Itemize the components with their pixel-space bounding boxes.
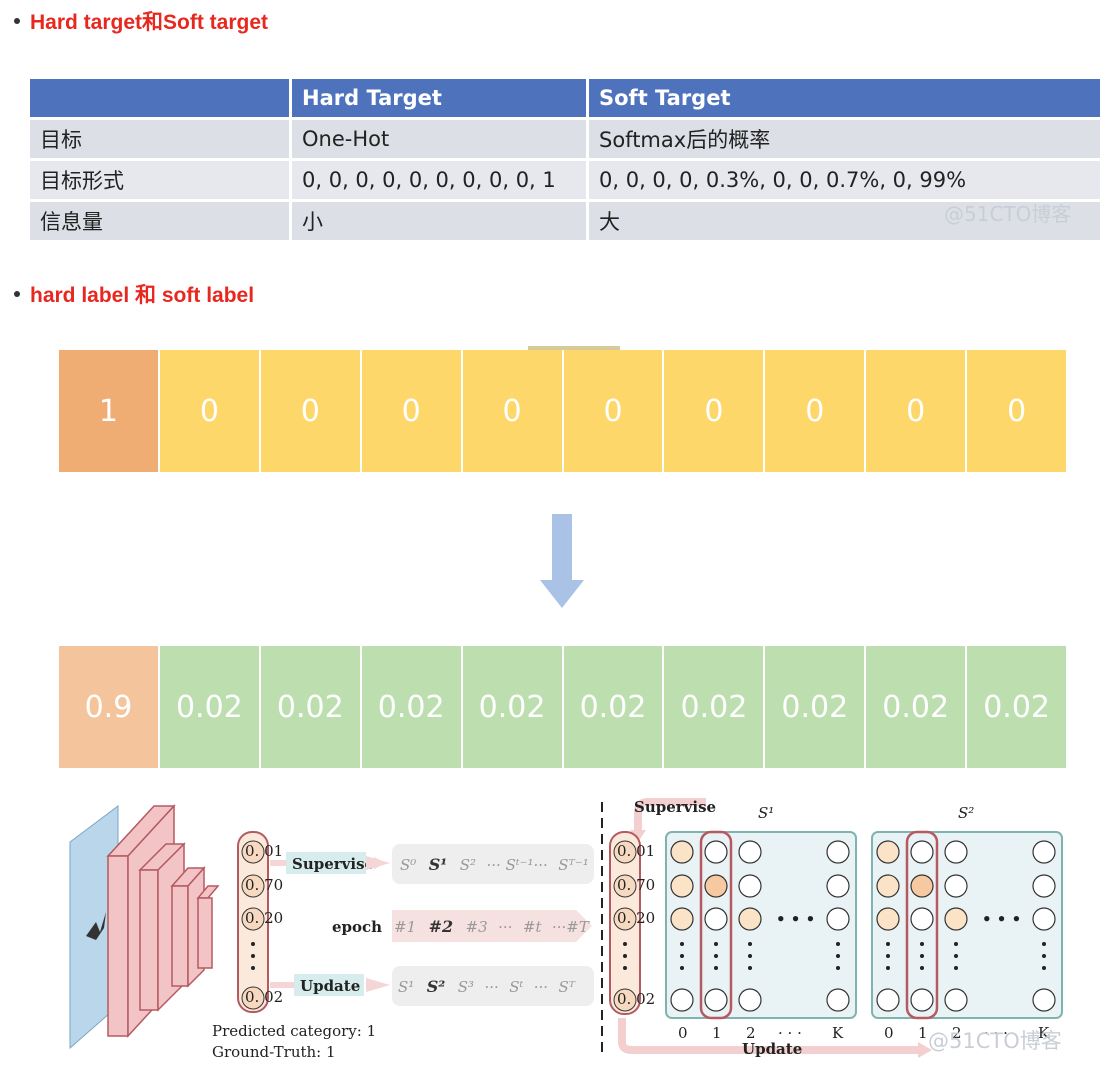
epoch-label: epoch xyxy=(332,918,382,936)
predicted-category: Predicted category: 1 xyxy=(212,1022,376,1040)
table-row: 目标 One-Hot Softmax后的概率 xyxy=(30,117,1103,160)
heading-text: Hard target和Soft target xyxy=(30,11,269,34)
table-cell: 大 xyxy=(587,199,1103,240)
down-arrow-icon xyxy=(540,514,584,608)
axis-label: 0 xyxy=(678,1024,688,1042)
bullet-icon xyxy=(14,18,20,24)
self-distillation-diagram: 0. 01 0. 70 0. 20 0. 02 Supervise epoch … xyxy=(56,786,1103,1070)
label-cell: 0 xyxy=(765,350,867,472)
comparison-table: Hard Target Soft Target 目标 One-Hot Softm… xyxy=(30,79,1103,240)
label-cell: 0.02 xyxy=(361,646,463,768)
decorative-tab xyxy=(528,346,620,352)
prob-label: 0. 02 xyxy=(245,988,283,1006)
ellipsis: • • • xyxy=(776,910,815,928)
supervise-label: Supervise xyxy=(292,855,374,873)
label-cell: 0 xyxy=(866,350,968,472)
heading-text: hard label 和 soft label xyxy=(30,284,255,307)
axis-label: 2 xyxy=(952,1024,962,1042)
heading-hard-soft-target: Hard target和Soft target xyxy=(14,6,268,36)
table-header: Soft Target xyxy=(587,79,1103,119)
table-cell: 0, 0, 0, 0, 0.3%, 0, 0, 0.7%, 0, 99% xyxy=(587,158,1103,201)
bullet-icon xyxy=(14,291,20,297)
table-header-row: Hard Target Soft Target xyxy=(30,79,1103,119)
supervise-sequence: S⁰ S¹ S² ··· Sᵗ⁻¹··· Sᵀ⁻¹ xyxy=(400,855,589,874)
label-cell: 0.02 xyxy=(159,646,261,768)
label-cell: 0 xyxy=(664,350,766,472)
prob-label: 0. 02 xyxy=(617,990,655,1008)
axis-label: 1 xyxy=(712,1024,722,1042)
label-cell: 0 xyxy=(967,350,1067,472)
table-row: 信息量 小 大 xyxy=(30,199,1103,240)
table-cell: 信息量 xyxy=(30,199,292,240)
axis-label: K xyxy=(832,1024,844,1042)
axis-label: · · · xyxy=(984,1024,1008,1042)
epoch-sequence: #1 #2 #3 ··· #t ···#T xyxy=(394,917,590,936)
ellipsis: • • • xyxy=(982,910,1021,928)
table-header: Hard Target xyxy=(290,79,589,119)
watermark: @51CTO博客 xyxy=(944,202,1072,226)
bird-silhouette-icon xyxy=(86,912,106,940)
axis-label: 1 xyxy=(918,1024,928,1042)
table-cell: Softmax后的概率 xyxy=(587,117,1103,160)
label-cell: 0.02 xyxy=(462,646,564,768)
cnn-blocks xyxy=(106,804,220,1038)
table-cell: 目标形式 xyxy=(30,158,292,201)
table-row: 目标形式 0, 0, 0, 0, 0, 0, 0, 0, 0, 1 0, 0, … xyxy=(30,158,1103,201)
table-cell: 目标 xyxy=(30,117,292,160)
label-cell: 0.02 xyxy=(260,646,362,768)
label-cell: 0.02 xyxy=(866,646,968,768)
prob-values: 0. 01 0. 70 0. 20 0. 02 xyxy=(241,840,283,1010)
prob-label: 0. 20 xyxy=(617,909,655,927)
matrix-s2: • • • 0 1 2 · · · K xyxy=(871,830,1063,1042)
table-cell: One-Hot xyxy=(290,117,589,160)
s1-label: S¹ xyxy=(758,804,774,822)
s2-label: S² xyxy=(958,804,974,822)
axis-label: · · · xyxy=(778,1024,802,1042)
label-cell: 0.02 xyxy=(967,646,1067,768)
update-bottom-label: Update xyxy=(742,1040,802,1058)
ground-truth: Ground-Truth: 1 xyxy=(212,1043,336,1061)
label-cell: 0.02 xyxy=(563,646,665,768)
label-cell: 0 xyxy=(563,350,665,472)
matrix-s1: • • • 0 1 2 · · · K xyxy=(665,830,857,1042)
table-cell: 小 xyxy=(290,199,589,240)
update-sequence: S¹ S² S³ ··· Sᵗ ··· Sᵀ xyxy=(398,977,576,996)
watermark: @51CTO博客 xyxy=(928,1029,1062,1053)
label-cell: 0.02 xyxy=(664,646,766,768)
heading-hard-soft-label: hard label 和 soft label xyxy=(14,279,254,309)
prob-label: 0. 70 xyxy=(617,876,655,894)
prob-label: 0. 01 xyxy=(245,842,283,860)
label-cell: 0 xyxy=(361,350,463,472)
supervise-top-label: Supervise xyxy=(634,798,716,816)
update-label: Update xyxy=(300,977,360,995)
axis-label: 0 xyxy=(884,1024,894,1042)
label-cell: 1 xyxy=(59,350,160,472)
prob-label: 0. 01 xyxy=(617,842,655,860)
label-cell: 0 xyxy=(462,350,564,472)
label-cell: 0 xyxy=(260,350,362,472)
table-cell: 0, 0, 0, 0, 0, 0, 0, 0, 0, 1 xyxy=(290,158,589,201)
label-cell: 0.9 xyxy=(59,646,160,768)
axis-label: 2 xyxy=(746,1024,756,1042)
label-cell: 0.02 xyxy=(765,646,867,768)
prob-label: 0. 20 xyxy=(245,909,283,927)
axis-label: K xyxy=(1038,1024,1050,1042)
table-header xyxy=(30,79,292,119)
prob-label: 0. 70 xyxy=(245,876,283,894)
label-cell: 0 xyxy=(159,350,261,472)
